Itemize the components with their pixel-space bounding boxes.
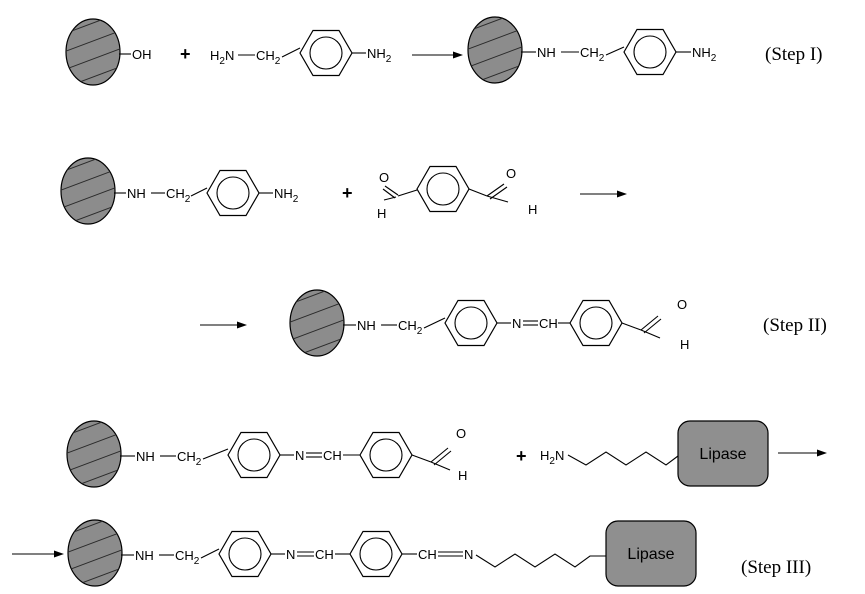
methine-label: CH [539, 316, 558, 331]
oxygen-label: O [456, 426, 466, 441]
imine-nh-label: NH [127, 186, 146, 201]
benzene-ring [349, 530, 403, 578]
methylene-label: CH2 [177, 449, 202, 468]
amine-label: NH2 [274, 186, 299, 205]
amine-label: NH2 [367, 46, 392, 65]
plus-sign: + [180, 44, 191, 64]
hydrogen-label: H [680, 337, 689, 352]
benzene-ring [444, 299, 498, 347]
oxygen-label: O [379, 170, 389, 185]
hydrogen-label: H [458, 468, 467, 483]
lipase-label: Lipase [699, 446, 746, 463]
methylene-label: CH2 [175, 548, 200, 567]
methine-label: CH [418, 547, 437, 562]
support-particle [277, 279, 357, 381]
hydrogen-label: H [377, 206, 386, 221]
row-step-3a: NH CH2 N CH O H + H2N Lipase [54, 410, 827, 512]
benzene-ring [623, 28, 677, 76]
methylene-label: CH2 [580, 45, 605, 64]
methylene-label: CH2 [166, 186, 191, 205]
plus-sign: + [516, 446, 527, 466]
row-step-2a: NH CH2 NH2 + O H O H [48, 147, 627, 249]
amine-label: NH2 [692, 45, 717, 64]
benzene-ring [218, 530, 272, 578]
plus-sign: + [342, 183, 353, 203]
support-particle [54, 410, 134, 512]
benzene-ring [227, 431, 281, 479]
row-step-2b: NH CH2 N CH O H (Step II) [200, 279, 827, 381]
benzene-ring [569, 299, 623, 347]
nitrogen-label: N [286, 547, 295, 562]
benzene-ring [299, 29, 353, 77]
support-particle [53, 8, 133, 110]
nitrogen-label: N [512, 316, 521, 331]
row-step-3b: NH CH2 N CH CH N Lipase (Step III) [12, 509, 811, 594]
oxygen-label: O [677, 297, 687, 312]
benzene-ring [206, 169, 260, 217]
imine-nh-label: NH [136, 449, 155, 464]
methylene-label: CH2 [256, 48, 281, 67]
amine-label: H2N [540, 448, 564, 467]
imine-nh-label: NH [135, 548, 154, 563]
support-particle [455, 6, 535, 108]
row-step-1: OH + H2N CH2 NH2 NH CH2 NH2 (Step I) [53, 6, 823, 110]
amine-label: H2N [210, 48, 234, 67]
oxygen-label: O [506, 166, 516, 181]
support-particle [48, 147, 128, 249]
benzene-ring [359, 431, 413, 479]
methine-label: CH [323, 448, 342, 463]
hydrogen-label: H [528, 202, 537, 217]
lipase-label: Lipase [627, 546, 674, 563]
step-label: (Step III) [741, 557, 811, 578]
methylene-label: CH2 [398, 318, 423, 337]
support-particle [55, 509, 135, 594]
nitrogen-label: N [464, 547, 473, 562]
lipase-enzyme [677, 420, 769, 487]
imine-nh-label: NH [357, 318, 376, 333]
hydroxyl-label: OH [132, 47, 152, 62]
lipase-enzyme [605, 520, 697, 587]
step-label: (Step II) [763, 315, 827, 336]
methine-label: CH [315, 547, 334, 562]
imine-nh-label: NH [537, 45, 556, 60]
nitrogen-label: N [295, 448, 304, 463]
step-label: (Step I) [765, 44, 823, 65]
benzene-ring [416, 165, 470, 213]
